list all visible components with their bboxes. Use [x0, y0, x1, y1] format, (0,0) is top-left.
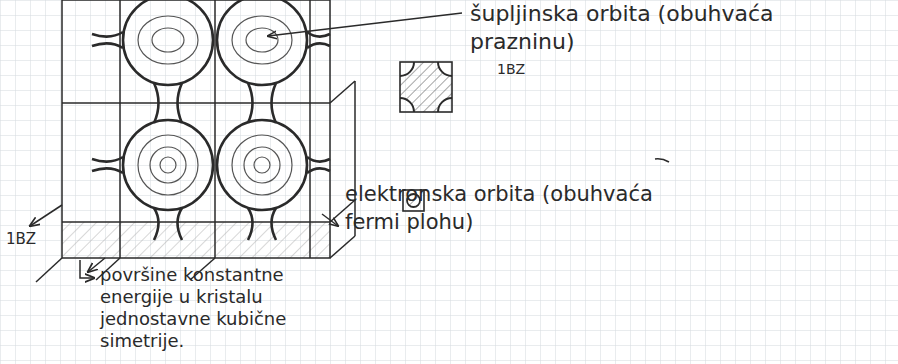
leader-line — [322, 214, 338, 226]
pen-mark — [655, 159, 669, 162]
hole-orbit-note: šupljinska orbita (obuhvaća prazninu) — [470, 0, 870, 56]
fermi-surface-sketch — [30, 0, 355, 282]
zone-label: 1BZ — [6, 230, 56, 248]
electron-orbit-note: elektronska orbita (obuhvaća fermi plohu… — [345, 180, 705, 236]
zone-label: 1BZ — [497, 60, 557, 78]
caption-note: površine konstantne energije u kristalu … — [100, 264, 315, 352]
hole-orbit-icon — [400, 62, 452, 112]
leader-line — [268, 13, 462, 36]
